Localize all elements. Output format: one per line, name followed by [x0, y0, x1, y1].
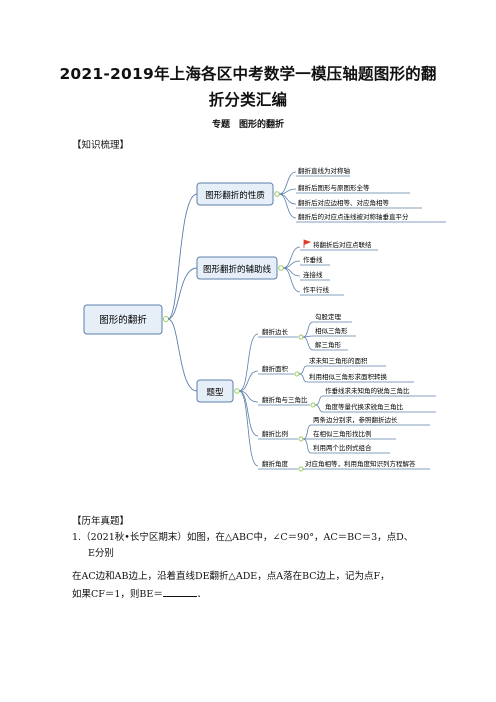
branch-line-aux [167, 267, 198, 320]
sub-dot-4 [298, 436, 304, 442]
subtitle: 专题 图形的翻折 [211, 120, 284, 130]
sub-dot-2 [294, 371, 300, 377]
problem-line-4: 如果CF＝1，则BE＝ ． [72, 586, 206, 602]
mindmap-node-properties [196, 182, 274, 206]
problem-text-4-end: ． [196, 589, 207, 600]
flag-icon [303, 239, 312, 248]
property-item-3: 翻折后对应边相等、对应角相等 [298, 198, 390, 207]
types-expand-dot [234, 388, 240, 394]
type-angle-trig-label: 翻折角与三角比 [262, 395, 308, 404]
type-edge-length-label: 翻折边长 [262, 327, 289, 336]
aux-expand-dot [278, 265, 284, 271]
ratio-item-2: 在相似三角形找比例 [313, 429, 372, 438]
trig-item-2: 角度等量代换求锐角三角比 [325, 402, 404, 411]
type-area-label: 翻折面积 [262, 364, 289, 373]
mindmap-node-question-types [196, 379, 234, 403]
section-knowledge-heading: 【知识梳理】 [72, 140, 130, 151]
sub-dot-5 [298, 466, 304, 472]
branch-line-properties [167, 193, 198, 320]
ratio-item-3: 利用两个比例式组合 [313, 443, 372, 452]
aux-item-2: 作垂线 [303, 255, 323, 264]
property-item-2: 翻折后图形与原图形全等 [298, 183, 370, 192]
root-expand-dot [163, 316, 169, 322]
document-title-line2: 折分类汇编 [208, 91, 288, 109]
ratio-item-1: 两条边分别求，参照翻折边长 [313, 415, 398, 424]
type-angle-label: 翻折角度 [262, 459, 289, 468]
area-item-2: 利用相似三角形求面积转换 [309, 372, 388, 381]
mindmap-root-node [83, 304, 163, 335]
edge-item-2: 相似三角形 [315, 326, 348, 335]
edge-item-3: 解三角形 [315, 340, 342, 349]
node-aux-label: 图形翻折的辅助线 [203, 264, 272, 275]
problem-text-4: 如果CF＝1，则BE＝ [72, 589, 163, 600]
edge-item-1: 勾股定理 [315, 312, 342, 321]
properties-expand-dot [274, 191, 280, 197]
node-types-label: 题型 [206, 388, 224, 398]
property-item-4: 翻折后的对应点连线被对称轴垂直平分 [298, 212, 409, 221]
document-title-line1: 2021-2019年上海各区中考数学一模压轴题图形的翻 [59, 65, 437, 83]
aux-item-4: 作平行线 [303, 285, 330, 294]
problem-line-2: E分别 [88, 548, 114, 559]
problem-line-1: 1.（2021秋•长宁区期末）如图，在△ABC中，∠C＝90°，AC＝BC＝3，… [72, 531, 413, 545]
property-item-1: 翻折直线为对称轴 [298, 166, 351, 175]
aux-item-1: 将翻折后对应点联结 [313, 240, 372, 249]
problem-text-1: （2021秋•长宁区期末）如图，在△ABC中，∠C＝90°，AC＝BC＝3，点D… [81, 532, 414, 543]
angle-item-1: 对应角相等，利用角度知识列方程解答 [305, 459, 416, 468]
mindmap-root-label: 图形的翻折 [99, 314, 147, 326]
mindmap-node-auxiliary-lines [196, 256, 278, 280]
problem-line-3: 在AC边和AB边上，沿着直线DE翻折△ADE，点A落在BC边上，记为点F， [72, 571, 390, 582]
node-properties-label: 图形翻折的性质 [205, 190, 265, 201]
branch-line-types [167, 318, 198, 392]
answer-blank [162, 586, 197, 597]
type-ratio-label: 翻折比例 [262, 429, 288, 438]
trig-item-1: 作垂线求未知角的锐角三角比 [325, 386, 410, 395]
problem-number: 1. [72, 532, 82, 543]
sub-dot-3 [310, 402, 316, 408]
aux-item-3: 连接线 [303, 270, 323, 279]
area-item-1: 求未知三角形的面积 [309, 356, 368, 365]
section-past-exams-heading: 【历年真题】 [72, 516, 130, 527]
sub-dot-1 [298, 334, 304, 340]
